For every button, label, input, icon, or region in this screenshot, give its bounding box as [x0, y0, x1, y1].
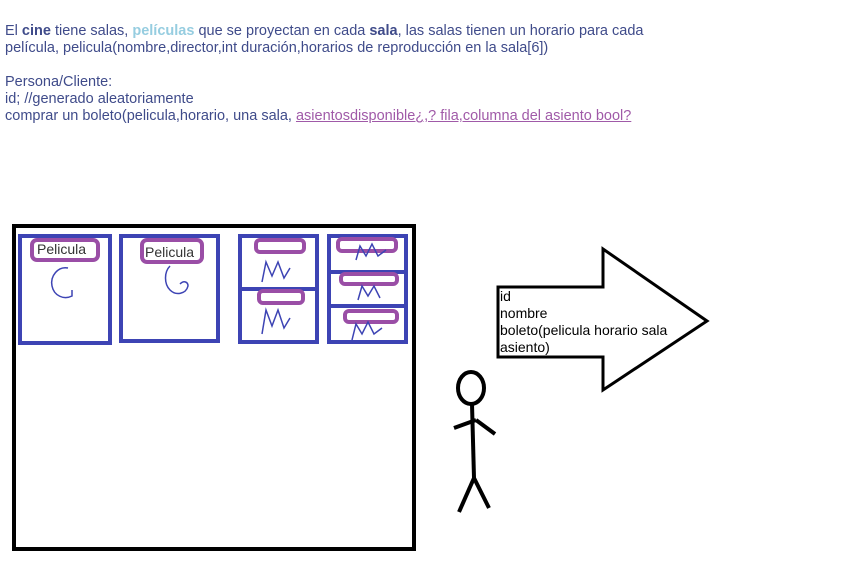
sala-4-scribble-1	[355, 242, 387, 261]
sala-1-scribble	[50, 267, 73, 299]
text-el: El	[5, 23, 22, 39]
sala-3-tag-top	[254, 238, 306, 254]
asientos-link[interactable]: asientosdisponible¿,? fila,columna del a…	[295, 108, 632, 124]
notes-line-3: Persona/Cliente:	[5, 74, 113, 90]
sala-4-tag-1	[336, 237, 398, 253]
notes-line-1: El cine tiene salas, películas que se pr…	[5, 23, 845, 40]
sala-2	[119, 234, 220, 343]
sala-1-label: Pelicula	[37, 241, 87, 257]
person-head	[456, 370, 486, 406]
sala-3-scribble-top	[261, 259, 291, 283]
arrow-shape	[496, 246, 710, 393]
arrow-line-3: boleto(pelicula horario sala	[500, 322, 668, 338]
sala-4-tag-3	[343, 309, 399, 324]
sala-2-tag	[140, 238, 204, 264]
notes-line-5: comprar un boleto(pelicula,horario, una …	[5, 108, 845, 125]
notes-line-2: película, pelicula(nombre,director,int d…	[5, 40, 549, 56]
person-leg-right	[472, 477, 491, 509]
arrow-text: id nombre boleto(pelicula horario sala a…	[500, 288, 667, 356]
person-leg-left	[457, 477, 476, 513]
sala-1-tag	[30, 238, 100, 262]
keyword-cine: cine	[21, 23, 51, 39]
person-arm-left	[453, 418, 477, 430]
sala-2-scribble	[164, 265, 189, 295]
text-las-salas: , las salas tienen un horario para cada	[397, 23, 644, 39]
keyword-peliculas: películas	[132, 23, 195, 39]
text-comprar-boleto: comprar un boleto(pelicula,horario, una …	[5, 108, 296, 124]
notes-line-4: id; //generado aleatoriamente	[5, 91, 194, 107]
arrow-line-4: asiento)	[500, 339, 550, 355]
text-tiene-salas: tiene salas,	[50, 23, 133, 39]
sala-2-label: Pelicula	[145, 244, 195, 260]
person-body	[470, 403, 476, 479]
sala-3-scribble-bottom	[261, 307, 291, 335]
arrow-line-2: nombre	[500, 305, 548, 321]
text-que-se-proyectan: que se proyectan en cada	[194, 23, 370, 39]
person-arm-right	[474, 418, 497, 436]
keyword-sala: sala	[369, 23, 398, 39]
person-figure	[453, 370, 497, 513]
notes-text: El cine tiene salas, películas que se pr…	[5, 23, 845, 125]
sala-4	[327, 234, 408, 344]
sala-3-tag-bottom	[257, 289, 305, 305]
cinema-frame	[12, 224, 416, 551]
sala-4-scribble-3	[351, 320, 383, 341]
sala-4-tag-2	[339, 272, 399, 286]
sala-1	[18, 234, 112, 345]
sala-4-scribble-2	[357, 284, 381, 301]
arrow-line-1: id	[500, 288, 511, 304]
